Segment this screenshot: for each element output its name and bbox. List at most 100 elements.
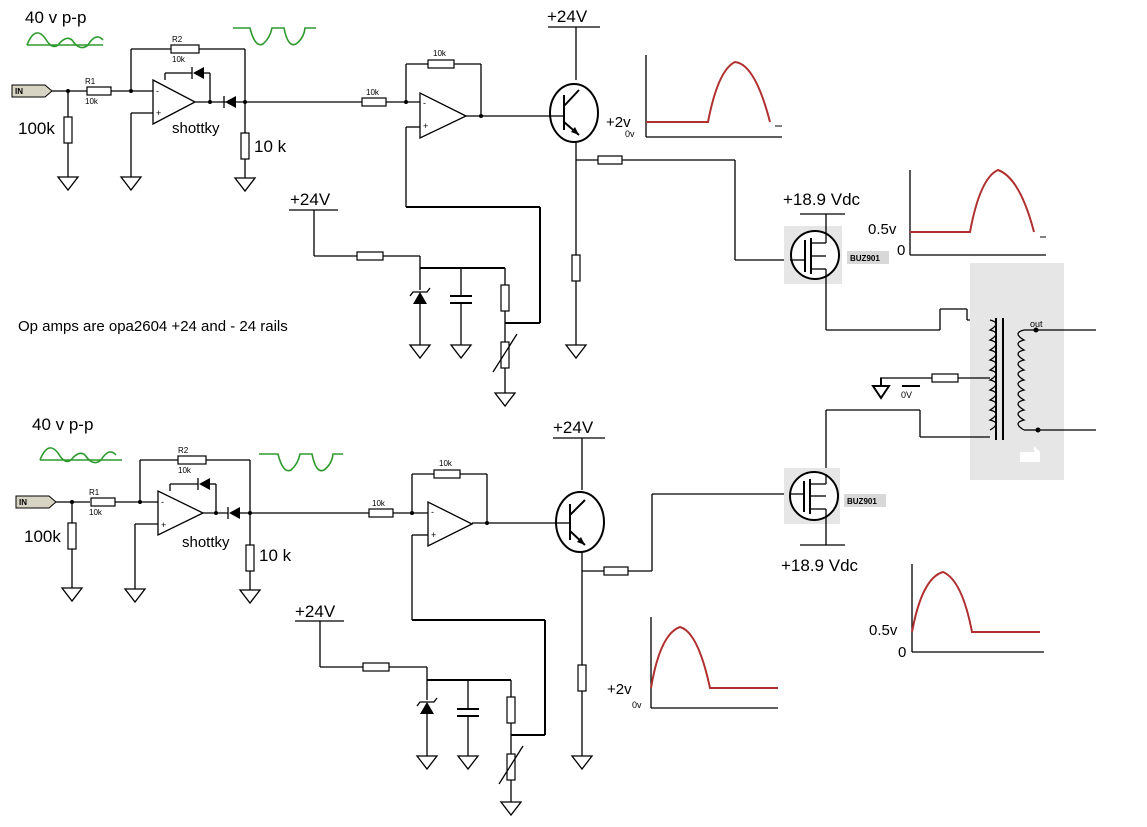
top-r1-resistor: [86, 86, 112, 96]
bottom-pulldown-value: 100k: [24, 527, 61, 546]
top-scope-bjt: +2v 0v: [606, 55, 782, 139]
top-mosfet: [790, 230, 840, 280]
top-ground-2: [119, 176, 143, 192]
bottom-emitter-resistor: [603, 566, 629, 576]
bottom-r1-value: 10k: [89, 508, 103, 517]
bottom-bjt: [555, 491, 605, 553]
bottom-r2-name: R2: [178, 446, 189, 455]
top-supply-right: +24V: [547, 7, 588, 26]
top-pulldown-value: 100k: [18, 119, 55, 138]
top-ground-1: [56, 176, 80, 192]
bottom-fet-scope-zero: 0: [898, 644, 906, 661]
svg-text:-: -: [431, 507, 434, 517]
top-opamp-1: [152, 78, 197, 126]
top-rectified-wave: [233, 27, 316, 46]
top-load-resistor: [240, 132, 250, 160]
top-r2-resistor: [170, 44, 200, 54]
top-input-connector[interactable]: IN: [11, 84, 53, 98]
bottom-fb-value: 10k: [439, 459, 453, 468]
bottom-bias-resistor: [362, 662, 390, 672]
top-r1-value: 10k: [85, 97, 99, 106]
bottom-supply-left: +24V: [295, 602, 336, 621]
bottom-opamp-2: [427, 500, 474, 548]
bottom-trim-pot[interactable]: [506, 753, 516, 781]
top-trim-pot[interactable]: [500, 341, 510, 369]
bottom-diode-feedback: [199, 478, 210, 490]
bottom-ground-2: [123, 588, 147, 604]
centertap-resistor: [931, 373, 959, 383]
bottom-fet-scope-level: 0.5v: [869, 622, 898, 639]
top-fb-resistor: [427, 59, 455, 69]
top-ground-4: [564, 344, 588, 360]
top-series-value: 10k: [366, 88, 380, 97]
top-fb-value: 10k: [433, 49, 447, 58]
top-r2-name: R2: [172, 35, 183, 44]
bottom-r1-name: R1: [89, 488, 100, 497]
bottom-series-value: 10k: [372, 499, 386, 508]
bottom-ground-4: [570, 755, 594, 771]
top-bias-resistor: [356, 251, 384, 261]
bottom-supply-right: +24V: [553, 418, 594, 437]
bottom-fet-supply: +18.9 Vdc: [781, 556, 859, 575]
bottom-fb-resistor: [433, 469, 461, 479]
top-ground-6: [449, 344, 473, 360]
bottom-opamp-1: [157, 489, 205, 537]
bottom-series-resistor: [368, 508, 394, 518]
top-diode-feedback: [193, 67, 204, 79]
top-channel: 40 v p-p IN 100k R1 10k R2 10k - +: [11, 7, 1046, 408]
bottom-load-value: 10 k: [259, 546, 292, 565]
bottom-load-resistor: [245, 544, 255, 572]
bottom-input-connector[interactable]: IN: [15, 495, 57, 509]
bottom-ground-3: [238, 589, 262, 605]
bottom-r1-resistor: [90, 497, 116, 507]
top-ground-5: [408, 344, 432, 360]
top-load-value: 10 k: [254, 137, 287, 156]
top-bjt: [549, 83, 599, 143]
bottom-in-label: IN: [19, 498, 27, 507]
svg-text:+: +: [161, 520, 166, 530]
top-emitter-resistor: [597, 155, 623, 165]
bottom-rectified-wave: [259, 453, 343, 472]
top-opamp-2: [419, 91, 468, 140]
bottom-bjt-load-resistor: [577, 664, 587, 692]
bottom-r2-resistor: [177, 455, 207, 465]
top-zener: [413, 292, 427, 304]
bottom-scope-zero: 0v: [632, 700, 642, 710]
output-transformer: out 0V: [825, 263, 1096, 480]
top-fet-supply: +18.9 Vdc: [783, 190, 861, 209]
bottom-pulldown-resistor: [67, 522, 77, 550]
top-scope-zero: 0v: [625, 129, 635, 139]
bottom-channel: 40 v p-p IN 100k R1 10k R2 10k - +: [15, 415, 1044, 817]
svg-text:-: -: [156, 86, 159, 96]
bottom-scope-fet: 0.5v 0: [869, 564, 1044, 661]
svg-text:+: +: [156, 108, 161, 118]
top-series-resistor: [361, 97, 387, 107]
top-supply-left: +24V: [290, 190, 331, 209]
centertap-ground: [871, 385, 891, 400]
top-trim-resistor: [500, 284, 510, 312]
top-ground-3: [233, 177, 257, 193]
top-fet-name: BUZ901: [850, 254, 880, 263]
bottom-input-sine: [39, 447, 117, 464]
top-diode-label: shottky: [172, 120, 220, 137]
bottom-scope-bjt: +2v 0v: [607, 617, 778, 710]
opamp-note: Op amps are opa2604 +24 and - 24 rails: [18, 318, 288, 335]
top-in-label: IN: [15, 87, 23, 96]
transformer-ground-label: 0V: [901, 390, 912, 400]
top-scope-fet: 0.5v 0: [868, 168, 1046, 259]
top-r2-value: 10k: [172, 55, 186, 64]
top-fet-scope-level: 0.5v: [868, 221, 897, 238]
svg-text:+: +: [423, 121, 428, 131]
bottom-ground-6: [456, 755, 480, 771]
bottom-ground-7: [499, 801, 523, 817]
bottom-diode-series: [229, 507, 240, 519]
transformer-out-label: out: [1030, 319, 1043, 329]
top-amplitude-label: 40 v p-p: [25, 8, 86, 27]
bottom-diode-label: shottky: [182, 534, 230, 551]
bottom-trim-resistor: [506, 696, 516, 724]
top-fet-scope-zero: 0: [897, 242, 905, 259]
top-scope-level: +2v: [606, 114, 631, 131]
svg-text:+: +: [431, 530, 436, 540]
